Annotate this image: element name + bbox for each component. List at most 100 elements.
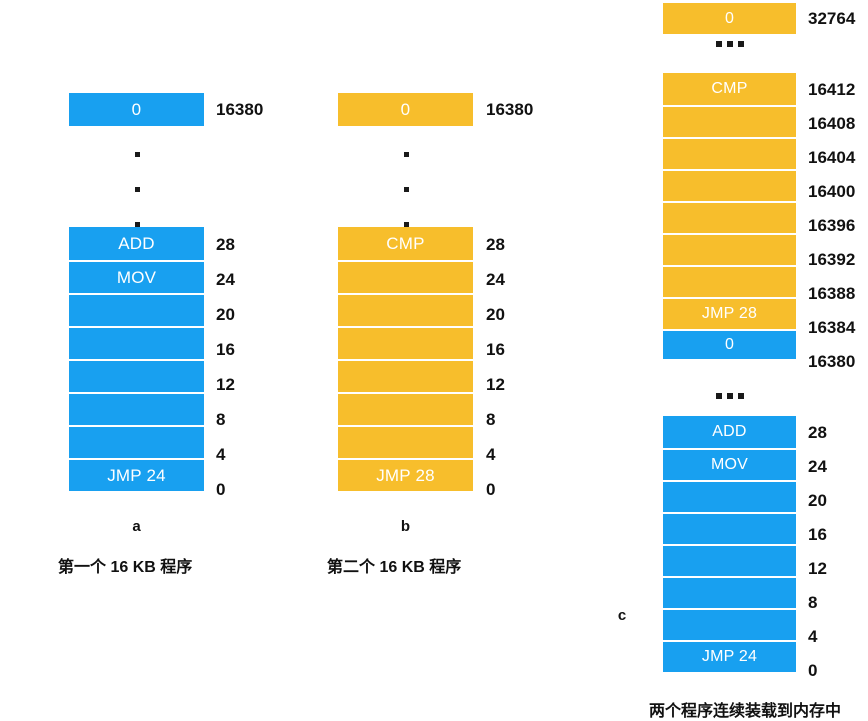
address-label: 16400 [808, 182, 856, 201]
memory-cell[interactable] [69, 293, 204, 326]
memory-cell[interactable]: CMP [663, 73, 796, 105]
dot [134, 187, 140, 192]
memory-cell[interactable] [338, 359, 473, 392]
horizontal-ellipsis [663, 390, 796, 402]
address-label: 12 [486, 374, 505, 394]
address-label: 12 [216, 374, 235, 394]
address-label: 16396 [808, 216, 856, 235]
memory-cell[interactable] [663, 265, 796, 297]
memory-cell[interactable] [69, 359, 204, 392]
memory-cell[interactable] [663, 105, 796, 137]
address-label: 0 [216, 479, 226, 499]
memory-cell[interactable] [69, 425, 204, 458]
memory-cell[interactable] [338, 425, 473, 458]
dot [403, 222, 409, 227]
memory-cell[interactable]: 0 [338, 93, 473, 126]
memory-cell[interactable] [338, 260, 473, 293]
memory-cell[interactable] [663, 544, 796, 576]
address-label: 32764 [808, 8, 856, 28]
memory-cell[interactable] [338, 293, 473, 326]
address-label: 16404 [808, 148, 856, 167]
panel-letter-c: c [617, 607, 627, 624]
memory-cell[interactable]: JMP 28 [663, 297, 796, 329]
address-label: 4 [486, 444, 496, 464]
memory-cell[interactable]: 0 [69, 93, 204, 126]
memory-cell[interactable]: MOV [69, 260, 204, 293]
memory-cell[interactable]: JMP 24 [69, 458, 204, 491]
dot [726, 393, 733, 399]
memory-cell[interactable]: 0 [663, 329, 796, 359]
address-label: 16392 [808, 250, 856, 269]
memory-cell[interactable] [663, 480, 796, 512]
dot [403, 152, 409, 157]
memory-cell[interactable] [69, 326, 204, 359]
address-label: 16412 [808, 80, 856, 99]
panel-caption-a: 第一个 16 KB 程序 [58, 559, 193, 576]
memory-cell[interactable]: JMP 28 [338, 458, 473, 491]
address-label: 16 [808, 525, 827, 544]
memory-cell[interactable] [663, 137, 796, 169]
address-label: 28 [486, 234, 505, 254]
memory-cell[interactable]: CMP [338, 227, 473, 260]
address-label: 24 [216, 269, 235, 289]
dot [403, 187, 409, 192]
address-label: 4 [216, 444, 226, 464]
memory-cell[interactable] [663, 512, 796, 544]
address-label: 20 [808, 491, 827, 510]
panel-a-top-block: 0 [69, 93, 204, 126]
vertical-ellipsis [403, 152, 409, 227]
address-label: 16384 [808, 318, 856, 337]
address-label: 4 [808, 627, 818, 646]
memory-cell[interactable]: JMP 24 [663, 640, 796, 672]
memory-cell[interactable]: 0 [663, 3, 796, 34]
dot [715, 41, 722, 47]
address-label: 8 [808, 593, 818, 612]
memory-cell[interactable] [338, 392, 473, 425]
memory-cell[interactable]: ADD [663, 416, 796, 448]
memory-cell[interactable] [663, 169, 796, 201]
address-label: 28 [808, 423, 827, 442]
memory-cell[interactable]: MOV [663, 448, 796, 480]
address-label: 8 [486, 409, 496, 429]
address-label: 8 [216, 409, 226, 429]
address-label: 28 [216, 234, 235, 254]
memory-cell[interactable] [338, 326, 473, 359]
address-label: 24 [808, 457, 827, 476]
panel-caption-b: 第二个 16 KB 程序 [327, 559, 462, 576]
address-label: 20 [216, 304, 235, 324]
address-label: 0 [808, 661, 818, 680]
horizontal-ellipsis [663, 38, 796, 50]
panel-c-upper-block: CMP JMP 28 0 [663, 73, 796, 359]
panel-caption-c: 两个程序连续装载到内存中 [649, 703, 842, 720]
memory-cell[interactable] [663, 201, 796, 233]
address-label: 16380 [808, 352, 856, 371]
dot [737, 41, 744, 47]
memory-cell[interactable] [663, 608, 796, 640]
memory-cell[interactable] [69, 392, 204, 425]
address-label: 16408 [808, 114, 856, 133]
dot [715, 393, 722, 399]
address-label: 0 [486, 479, 496, 499]
memory-cell[interactable] [663, 576, 796, 608]
address-label: 16380 [216, 99, 264, 119]
address-label: 16 [486, 339, 505, 359]
address-label: 24 [486, 269, 505, 289]
memory-cell[interactable] [663, 233, 796, 265]
dot [726, 41, 733, 47]
panel-c-lower-block: ADD MOV JMP 24 [663, 416, 796, 672]
address-label: 16380 [486, 99, 534, 119]
panel-b: 0 16380 CMP JMP 28 28 24 20 16 12 8 4 0 … [327, 93, 534, 576]
vertical-ellipsis [134, 152, 140, 227]
panel-letter-b: b [400, 518, 411, 535]
dot [134, 152, 140, 157]
dot [134, 222, 140, 227]
memory-cell[interactable]: ADD [69, 227, 204, 260]
panel-a-main-block: ADD MOV JMP 24 [69, 227, 204, 491]
address-label: 16 [216, 339, 235, 359]
address-label: 12 [808, 559, 827, 578]
panel-b-main-block: CMP JMP 28 [338, 227, 473, 491]
address-label: 16388 [808, 284, 856, 303]
panel-b-top-block: 0 [338, 93, 473, 126]
